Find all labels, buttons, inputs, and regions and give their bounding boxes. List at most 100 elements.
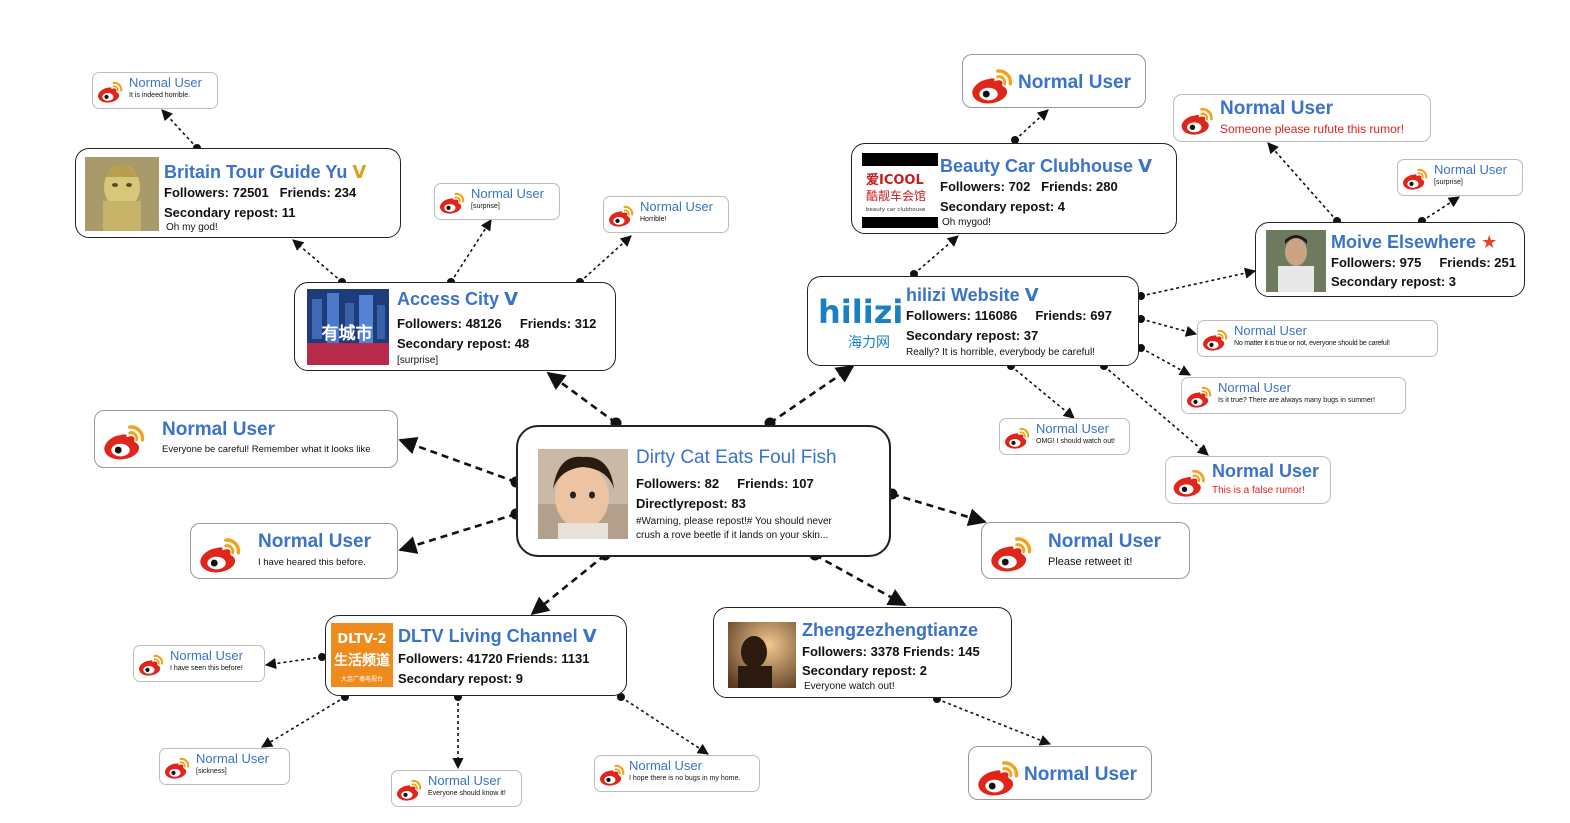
svg-text:爱ICOOL: 爱ICOOL <box>866 172 924 188</box>
normal-user-card[interactable]: Normal User It is indeed horrible. <box>92 72 218 109</box>
svg-text:酷靓车会馆: 酷靓车会馆 <box>866 188 926 203</box>
normal-user-card[interactable]: Normal User I have heared this before. <box>190 523 398 579</box>
hilizi-repost: Secondary repost: 37 <box>906 328 1039 343</box>
repost-edge <box>398 512 517 554</box>
normal-user-name[interactable]: Normal User <box>1212 461 1320 481</box>
repost-edge <box>1103 365 1209 456</box>
normal-user-card[interactable]: Normal User I hope there is no bugs in m… <box>594 755 760 792</box>
access-city-card[interactable]: 有城市 Access City V Followers: 48126 Frien… <box>294 282 616 371</box>
verified-v-icon: V <box>1138 156 1152 177</box>
normal-user-name[interactable]: Normal User <box>1036 421 1109 436</box>
beauty-car-repost: Secondary repost: 4 <box>940 199 1065 214</box>
normal-user-name[interactable]: Normal User <box>640 199 713 214</box>
center-user-card[interactable]: Dirty Cat Eats Foul Fish Followers: 82 F… <box>516 425 891 557</box>
normal-user-name[interactable]: Normal User <box>196 751 269 766</box>
normal-user-name[interactable]: Normal User <box>162 419 275 440</box>
verified-v-icon: V <box>1024 285 1039 306</box>
normal-user-card[interactable]: Normal User Everyone should know it! <box>391 770 522 807</box>
weibo-logo-icon <box>975 755 1021 806</box>
normal-user-card[interactable]: Normal User I have seen this before! <box>133 645 265 682</box>
weibo-logo-icon <box>1003 424 1031 457</box>
normal-user-name[interactable]: Normal User <box>1234 323 1307 338</box>
beauty-car-name[interactable]: Beauty Car Clubhouse V <box>940 156 1152 177</box>
normal-user-card[interactable]: Normal User [sickness] <box>159 748 290 785</box>
svg-text:DLTV-2: DLTV-2 <box>337 632 386 647</box>
normal-user-card[interactable]: Normal User <box>962 54 1146 108</box>
normal-user-name[interactable]: Normal User <box>471 186 544 201</box>
repost-edge <box>814 553 907 607</box>
moive-elsewhere-card[interactable]: Moive Elsewhere ★ Followers: 975 Friends… <box>1255 222 1525 297</box>
normal-user-name[interactable]: Normal User <box>1434 162 1507 177</box>
access-city-repost: Secondary repost: 48 <box>397 336 530 351</box>
normal-user-name[interactable]: Normal User <box>1048 531 1161 552</box>
gold-verified-v-icon: V <box>352 162 367 183</box>
repost-edge <box>1140 347 1191 376</box>
normal-user-card[interactable]: Normal User <box>968 746 1152 800</box>
normal-user-card[interactable]: Normal User Horrible! <box>603 196 729 233</box>
zheng-name[interactable]: Zhengzezhengtianze <box>802 620 979 640</box>
svg-text:hilizi: hilizi <box>818 293 902 331</box>
weibo-logo-icon <box>438 189 466 222</box>
center-user-stats: Followers: 82 Friends: 107 <box>636 476 814 491</box>
normal-user-message: [surprise] <box>1434 179 1463 186</box>
weibo-logo-icon <box>137 651 165 684</box>
normal-user-card[interactable]: Normal User Someone please rufute this r… <box>1173 94 1431 142</box>
hilizi-stats: Followers: 116086 Friends: 697 <box>906 308 1112 323</box>
repost-edge <box>264 656 323 670</box>
normal-user-name[interactable]: Normal User <box>1220 98 1333 119</box>
normal-user-card[interactable]: Normal User Please retweet it! <box>981 522 1190 579</box>
britain-message: Oh my god! <box>166 222 218 233</box>
normal-user-message: [sickness] <box>196 768 227 775</box>
svg-text:有城市: 有城市 <box>322 323 373 344</box>
repost-edge <box>1010 365 1075 419</box>
verified-v-icon: V <box>582 626 597 647</box>
normal-user-card[interactable]: Normal User [surprise] <box>434 183 560 220</box>
normal-user-name[interactable]: Normal User <box>428 773 501 788</box>
center-user-name[interactable]: Dirty Cat Eats Foul Fish <box>636 447 837 468</box>
zheng-repost: Secondary repost: 2 <box>802 663 927 678</box>
repost-edge <box>913 235 959 275</box>
normal-user-name[interactable]: Normal User <box>170 648 243 663</box>
access-city-name[interactable]: Access City V <box>397 289 519 310</box>
normal-user-name[interactable]: Normal User <box>1218 380 1291 395</box>
normal-user-name[interactable]: Normal User <box>129 75 202 90</box>
weibo-logo-icon <box>988 531 1034 582</box>
repost-edge <box>620 696 709 755</box>
beauty-car-stats: Followers: 702 Friends: 280 <box>940 179 1118 194</box>
normal-user-name[interactable]: Normal User <box>1024 764 1137 785</box>
normal-user-name[interactable]: Normal User <box>258 531 371 552</box>
weibo-logo-icon <box>1171 465 1207 506</box>
weibo-logo-icon <box>1201 326 1229 359</box>
repost-edge <box>161 109 198 149</box>
moive-stats: Followers: 975 Friends: 251 <box>1331 255 1516 270</box>
dltv-name[interactable]: DLTV Living Channel V <box>398 626 597 647</box>
zhengzezhengtianze-card[interactable]: Zhengzezhengtianze Followers: 3378 Frien… <box>713 607 1012 698</box>
hilizi-name[interactable]: hilizi Website V <box>906 285 1039 306</box>
repost-edge <box>891 492 987 526</box>
normal-user-message: No matter it is true or not, everyone sh… <box>1234 340 1390 347</box>
britain-tour-guide-card[interactable]: Britain Tour Guide Yu V Followers: 72501… <box>75 148 401 238</box>
svg-text:beauty car clubhouse: beauty car clubhouse <box>866 207 926 213</box>
normal-user-card[interactable]: Normal User No matter it is true or not,… <box>1197 320 1438 357</box>
weibo-logo-icon <box>96 78 124 111</box>
normal-user-card[interactable]: Normal User [surprise] <box>1397 159 1523 196</box>
man-avatar <box>1266 230 1326 292</box>
redaction-bar-bottom <box>862 217 938 228</box>
normal-user-card[interactable]: Normal User Is it true? There are always… <box>1181 377 1406 414</box>
normal-user-name[interactable]: Normal User <box>629 758 702 773</box>
moive-name[interactable]: Moive Elsewhere ★ <box>1331 232 1498 252</box>
normal-user-name[interactable]: Normal User <box>1018 72 1131 93</box>
normal-user-card[interactable]: Normal User This is a false rumor! <box>1165 456 1331 504</box>
normal-user-message: Someone please rufute this rumor! <box>1220 122 1405 136</box>
repost-edge <box>1421 196 1460 222</box>
normal-user-card[interactable]: Normal User Everyone be careful! Remembe… <box>94 410 398 468</box>
normal-user-message: I hope there is no bugs in my home. <box>629 775 741 782</box>
britain-name[interactable]: Britain Tour Guide Yu V <box>164 162 367 183</box>
weibo-logo-icon <box>163 754 191 787</box>
normal-user-card[interactable]: Normal User OMG! I should watch out! <box>999 418 1130 455</box>
